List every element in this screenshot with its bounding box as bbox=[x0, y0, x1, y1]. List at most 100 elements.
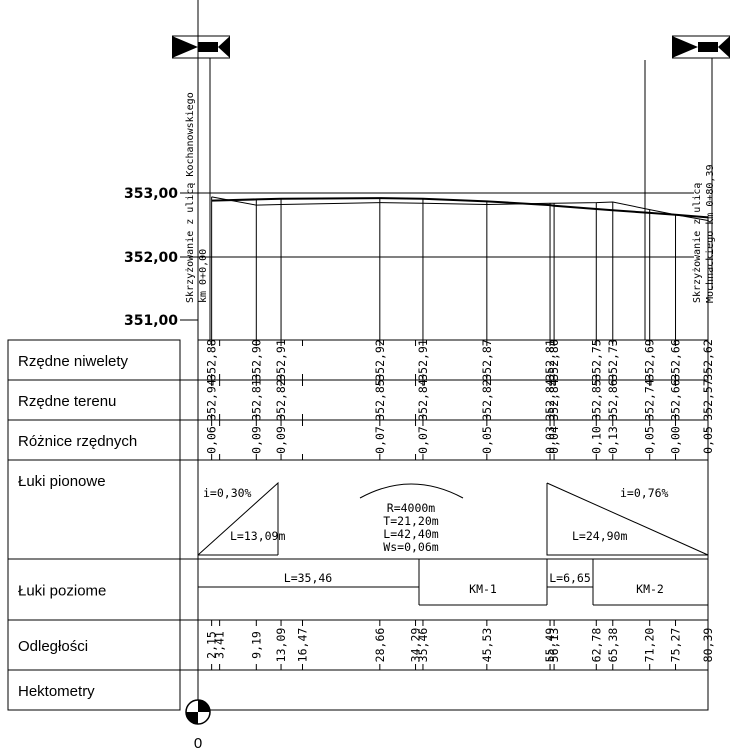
elevation-label-353: 353,00 bbox=[124, 186, 178, 202]
elevation-difference-value: 0,03 bbox=[543, 426, 557, 454]
distance-value: 71,20 bbox=[643, 628, 657, 663]
terrain-elevation-value: 352,84 bbox=[543, 379, 557, 421]
terrain-elevation-value: 352,66 bbox=[669, 379, 683, 421]
distance-value: 56,13 bbox=[547, 628, 561, 663]
horizontal-km2-label: KM-2 bbox=[636, 582, 664, 596]
terrain-elevation-value: 352,84 bbox=[547, 379, 561, 421]
row-label-hektometry: Hektometry bbox=[18, 683, 95, 700]
distance-value: 9,19 bbox=[249, 631, 263, 659]
elevation-difference-value: 0,05 bbox=[643, 426, 657, 454]
row-label-odleglosci: Odległości bbox=[18, 638, 88, 655]
row-label-luki_poziome: Łuki poziome bbox=[18, 583, 106, 600]
distance-value: 35,46 bbox=[416, 628, 430, 663]
curve-length-label: L=42,40m bbox=[383, 527, 438, 541]
distance-value: 80,39 bbox=[701, 628, 715, 663]
elevation-difference-value: 0,09 bbox=[274, 426, 288, 454]
distance-value: 3,41 bbox=[213, 631, 227, 659]
left-slope-label: i=0,30% bbox=[203, 486, 252, 500]
distance-value: 55,49 bbox=[543, 628, 557, 663]
grade-elevation-value: 352,81 bbox=[543, 339, 557, 381]
elevation-difference-value: 0,09 bbox=[249, 426, 263, 454]
elevation-difference-value: 0,04 bbox=[547, 426, 561, 454]
terrain-elevation-value: 352,82 bbox=[480, 379, 494, 421]
grade-elevation-value: 352,88 bbox=[205, 339, 219, 381]
terrain-elevation-value: 352,74 bbox=[643, 379, 657, 421]
elevation-difference-value: 0,07 bbox=[373, 426, 387, 454]
left-length-label: L=13,09m bbox=[230, 529, 285, 543]
grade-elevation-value: 352,69 bbox=[643, 339, 657, 381]
end-km-label: Mochnackiego km 0+80,39 bbox=[705, 165, 716, 303]
curve-tangent-label: T=21,20m bbox=[383, 514, 438, 528]
distance-value: 16,47 bbox=[295, 628, 309, 663]
elevation-difference-value: 0,13 bbox=[606, 426, 620, 454]
distance-value: 34,29 bbox=[409, 628, 423, 663]
grade-elevation-value: 352,90 bbox=[249, 339, 263, 381]
row-label-niweleta: Rzędne niwelety bbox=[18, 353, 129, 370]
terrain-elevation-value: 352,81 bbox=[249, 379, 263, 421]
horizontal-segment-1-label: L=35,46 bbox=[284, 571, 333, 585]
grade-elevation-value: 352,92 bbox=[373, 339, 387, 381]
profile-area: 353,00 352,00 351,00 Skrzyżowanie z ulic… bbox=[124, 0, 730, 340]
distance-value: 75,27 bbox=[669, 628, 683, 663]
distance-value: 28,66 bbox=[373, 628, 387, 663]
distance-value: 65,38 bbox=[606, 628, 620, 663]
row-separators bbox=[8, 379, 708, 671]
row-label-luki_pionowe: Łuki pionowe bbox=[18, 473, 106, 490]
origin-marker-icon bbox=[185, 699, 211, 725]
station-columns: 352,88352,940,062,153,41352,90352,810,09… bbox=[205, 339, 715, 670]
end-intersection-label: Skrzyżowanie z ulicą bbox=[692, 183, 703, 303]
elevation-difference-value: 0,07 bbox=[416, 426, 430, 454]
distance-value: 62,78 bbox=[589, 628, 603, 663]
elevation-difference-value: 0,05 bbox=[701, 426, 715, 454]
row-data-frame bbox=[197, 339, 709, 711]
terrain-line bbox=[211, 196, 709, 222]
terrain-elevation-value: 352,86 bbox=[606, 379, 620, 421]
elevation-label-352: 352,00 bbox=[124, 250, 178, 266]
start-marker-icon bbox=[172, 35, 230, 340]
terrain-elevation-value: 352,84 bbox=[416, 379, 430, 421]
terrain-elevation-value: 352,57 bbox=[701, 379, 715, 421]
start-intersection-label: Skrzyżowanie z ulicą Kochanowskiego bbox=[185, 92, 196, 303]
grade-elevation-value: 352,91 bbox=[416, 339, 430, 381]
grade-elevation-value: 352,91 bbox=[274, 339, 288, 381]
grade-elevation-value: 352,62 bbox=[701, 339, 715, 381]
curve-radius-label: R=4000m bbox=[387, 501, 436, 515]
distance-value: 2,15 bbox=[205, 631, 219, 659]
grade-line bbox=[211, 197, 709, 219]
elevation-difference-value: 0,00 bbox=[669, 426, 683, 454]
origin-label: 0 bbox=[194, 735, 202, 752]
elevation-difference-value: 0,10 bbox=[589, 426, 603, 454]
terrain-elevation-value: 352,94 bbox=[205, 379, 219, 421]
elevation-difference-value: 0,06 bbox=[205, 426, 219, 454]
distance-value: 45,53 bbox=[480, 628, 494, 663]
end-marker-icon bbox=[644, 35, 730, 340]
grade-elevation-value: 352,66 bbox=[669, 339, 683, 381]
right-slope-label: i=0,76% bbox=[620, 486, 669, 500]
terrain-elevation-value: 352,85 bbox=[373, 379, 387, 421]
grade-elevation-value: 352,73 bbox=[606, 339, 620, 381]
horizontal-km1-label: KM-1 bbox=[469, 582, 497, 596]
left-gradient-triangle bbox=[197, 481, 279, 556]
horizontal-segment-2-label: L=6,65 bbox=[549, 571, 591, 585]
grade-elevation-value: 352,75 bbox=[589, 339, 603, 381]
vertical-curve-arc bbox=[359, 483, 464, 499]
distance-value: 13,09 bbox=[274, 628, 288, 663]
row-label-roznice: Różnice rzędnych bbox=[18, 433, 137, 450]
terrain-elevation-value: 352,85 bbox=[589, 379, 603, 421]
grade-elevation-value: 352,80 bbox=[547, 339, 561, 381]
vertical-curves: i=0,30% L=13,09m R=4000m T=21,20m L=42,4… bbox=[197, 481, 709, 556]
right-gradient-triangle bbox=[546, 482, 709, 556]
profile-lines bbox=[211, 196, 709, 340]
terrain-elevation-value: 352,82 bbox=[274, 379, 288, 421]
row-label-teren: Rzędne terenu bbox=[18, 393, 116, 410]
row-labels-frame bbox=[7, 339, 181, 711]
elevation-label-351: 351,00 bbox=[124, 313, 178, 329]
start-km-label: km 0+0,00 bbox=[198, 249, 209, 303]
horizontal-curves: L=35,46 KM-1 L=6,65 KM-2 bbox=[198, 559, 708, 606]
elevation-difference-value: 0,05 bbox=[480, 426, 494, 454]
grade-elevation-value: 352,87 bbox=[480, 339, 494, 381]
curve-ws-label: Ws=0,06m bbox=[383, 540, 438, 554]
